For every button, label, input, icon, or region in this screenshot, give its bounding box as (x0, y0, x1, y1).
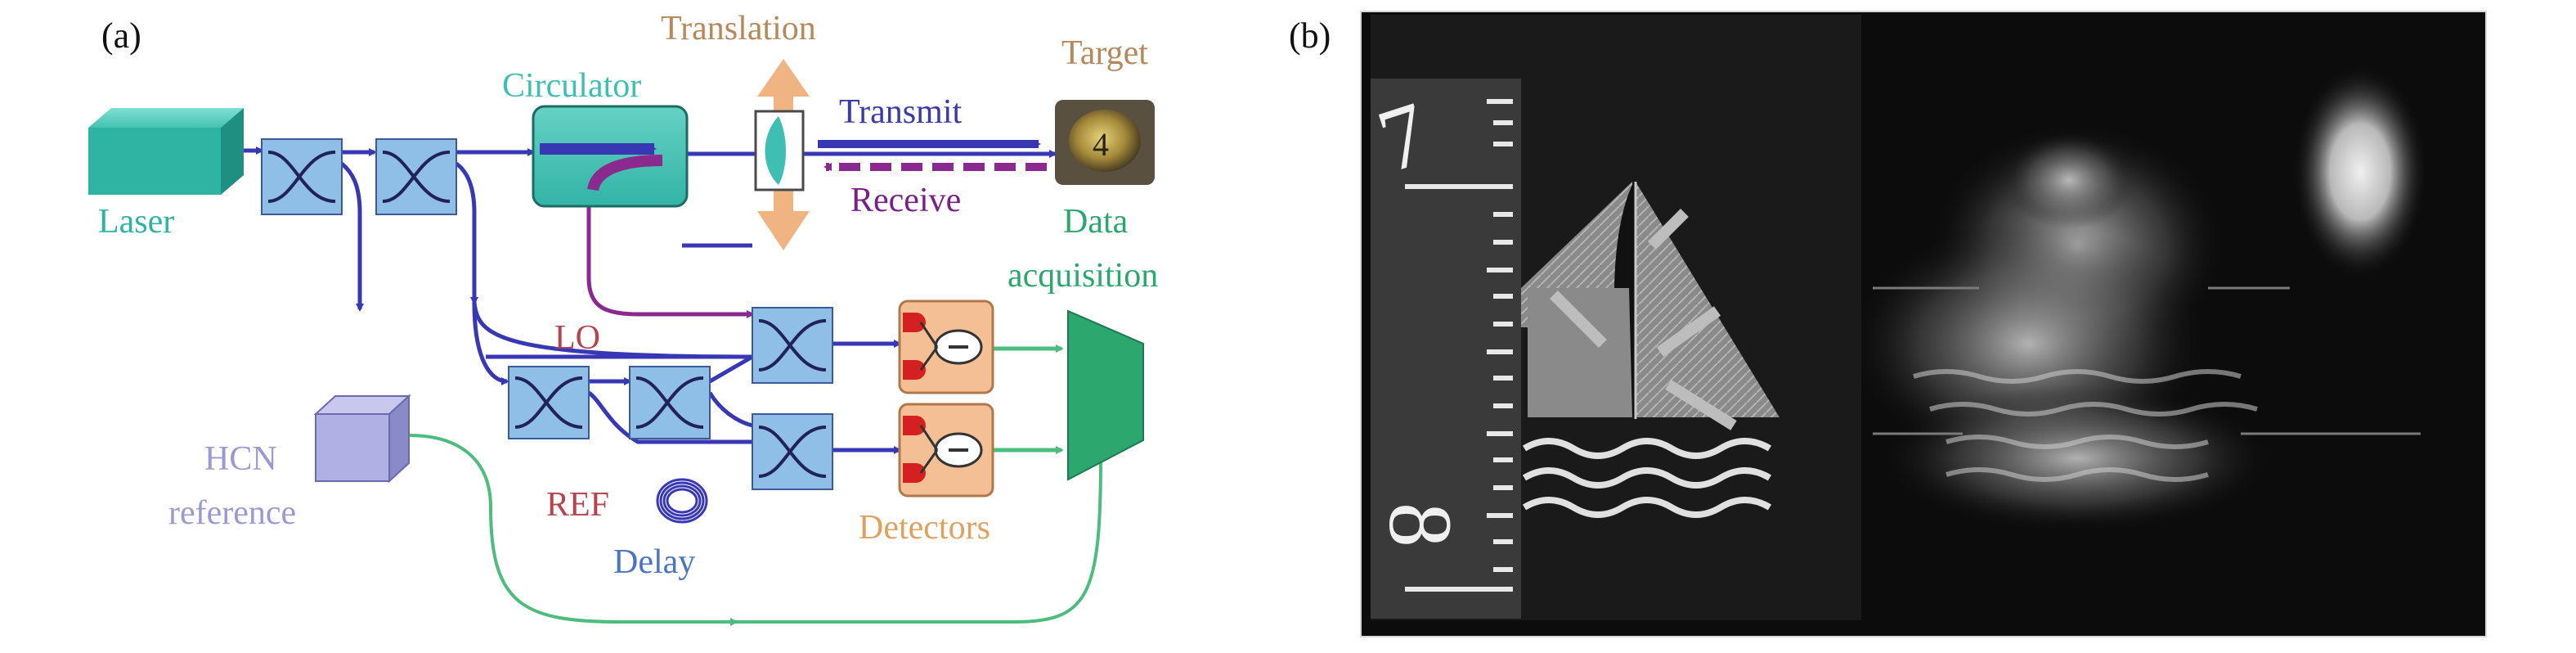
receive-label: Receive (850, 182, 961, 219)
lidar-reconstruction (1848, 123, 2421, 532)
delay-label: Delay (613, 543, 695, 581)
hcn-signal-line (408, 434, 1102, 624)
coupler-4 (629, 366, 711, 439)
lens (754, 110, 805, 191)
detector-1 (898, 299, 994, 394)
ruler (1371, 79, 1521, 619)
hcn-label-2: reference (168, 494, 296, 532)
laser-block (88, 108, 244, 195)
ruler-number-8: 8 (1371, 502, 1470, 547)
data-acquisition-label-2: acquisition (1008, 257, 1158, 295)
ruler-ticks (1405, 99, 1513, 592)
ref-label: REF (546, 486, 609, 524)
circulator-label: Circulator (502, 67, 641, 105)
target-label: Target (1061, 34, 1148, 72)
delay-coil (656, 478, 708, 524)
detector-2 (898, 403, 994, 498)
panel-a: (a) Laser (88, 10, 1158, 626)
hcn-cube (313, 394, 411, 484)
coupler-6 (752, 413, 833, 490)
glow-spot (2293, 65, 2427, 278)
detectors-label: Detectors (859, 509, 990, 547)
panel-b-tag: (b) (1289, 16, 1331, 56)
coupler-3 (508, 366, 590, 439)
data-acquisition-block (1067, 309, 1144, 481)
panel-b: (b) 7 8 (1289, 11, 2487, 637)
return-fiber (586, 180, 755, 318)
coupler-1 (261, 138, 343, 215)
coupler-5 (752, 307, 833, 384)
lo-label: LO (554, 319, 600, 357)
data-acquisition-label-1: Data (1063, 203, 1129, 241)
transmit-label: Transmit (839, 93, 962, 131)
sailboat-photo (1521, 181, 1779, 518)
laser-label: Laser (98, 203, 174, 241)
target-image: 4 (1055, 100, 1155, 185)
fiber-network (244, 146, 1057, 454)
coupler-2 (375, 138, 457, 215)
target-glyph: 4 (1093, 126, 1109, 163)
panel-a-tag: (a) (101, 16, 141, 56)
translation-label: Translation (661, 10, 816, 47)
circulator (532, 105, 689, 208)
hcn-label-1: HCN (204, 440, 277, 478)
